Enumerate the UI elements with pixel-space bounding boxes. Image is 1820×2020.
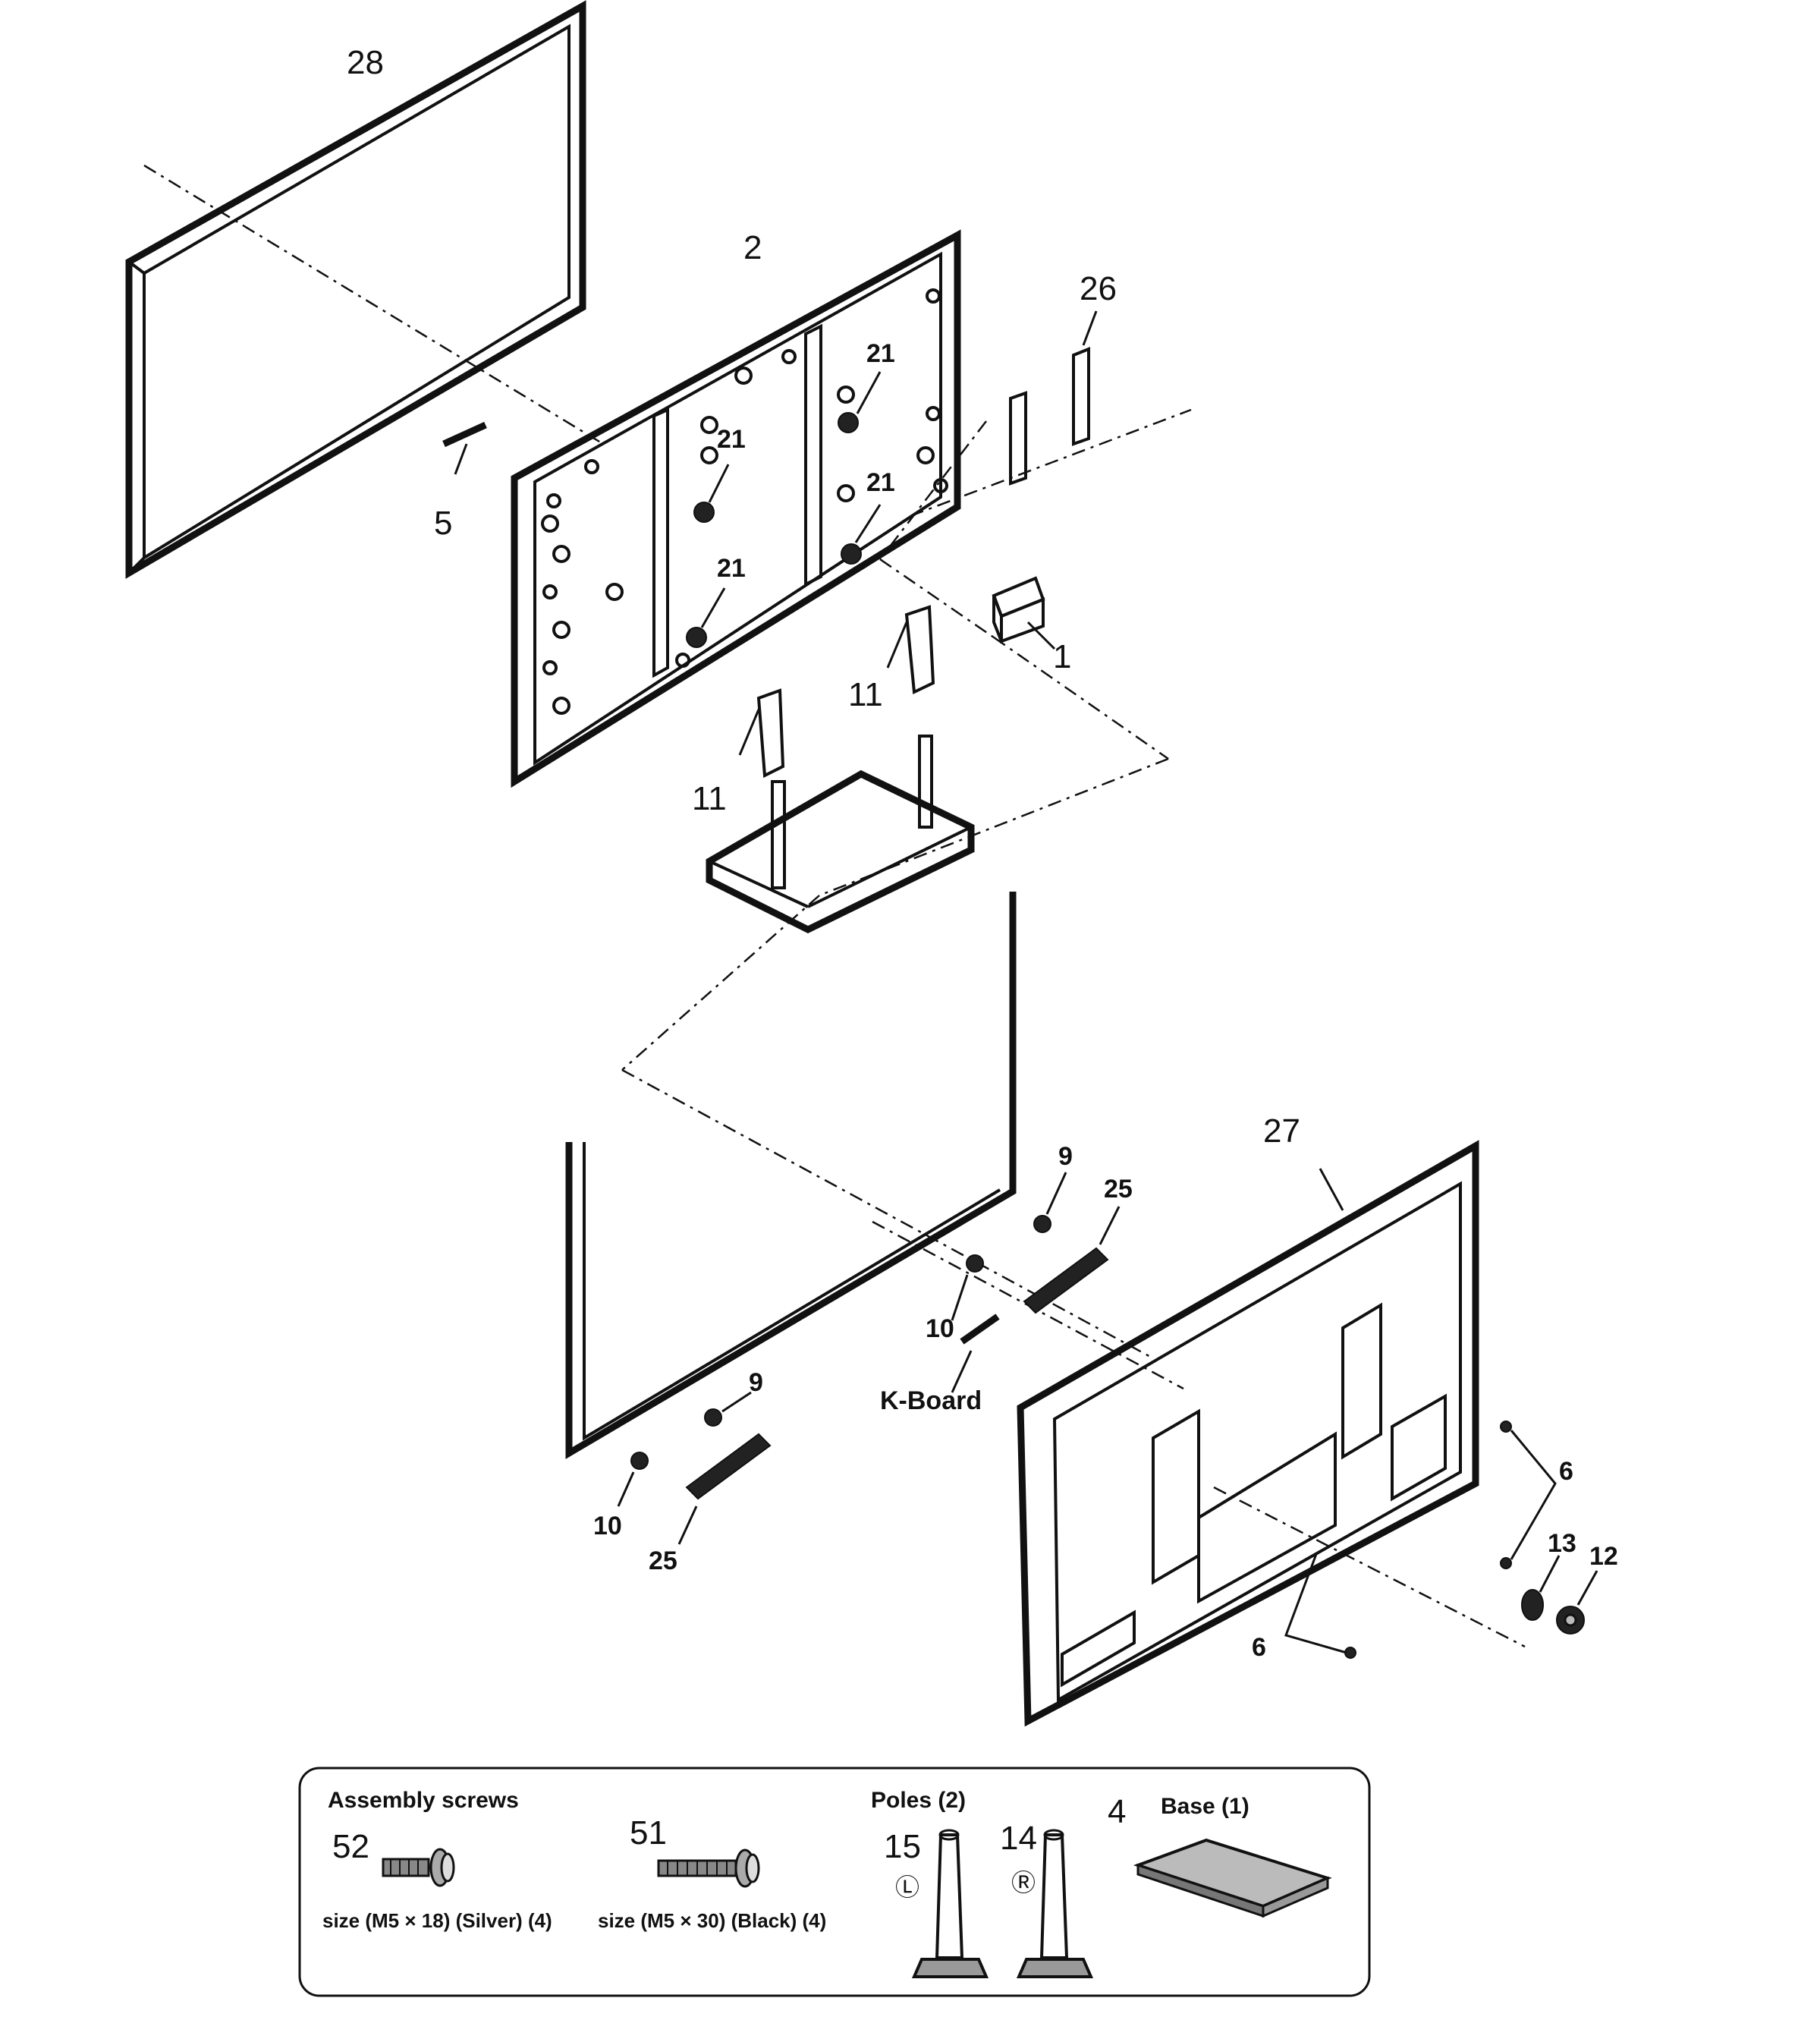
standoffs-21 — [686, 371, 882, 648]
callout-6b: 6 — [1252, 1633, 1266, 1662]
callout-6a: 6 — [1559, 1457, 1573, 1486]
back-cover-27 — [1017, 1140, 1479, 1727]
stand-assembly — [706, 605, 975, 934]
pole-14-number: 14 — [1000, 1820, 1037, 1857]
pole-15-side: Ⓛ — [895, 1874, 919, 1901]
screw-51-icon — [657, 1849, 760, 1888]
legend-border — [298, 1767, 1371, 1997]
assembly-lines — [143, 164, 1526, 1648]
callout-11b: 11 — [692, 780, 727, 817]
callout-1: 1 — [1053, 638, 1071, 675]
speaker-parts — [617, 1172, 1121, 1545]
callout-5: 5 — [434, 505, 452, 542]
callout-10a: 10 — [926, 1314, 954, 1343]
callout-labels: 28 2 26 5 21 21 21 21 1 11 11 27 9 25 10… — [347, 44, 1618, 1662]
pole-15-number: 15 — [884, 1828, 921, 1865]
callout-21b: 21 — [717, 425, 746, 454]
callout-21a: 21 — [866, 339, 895, 368]
callout-21c: 21 — [866, 468, 895, 497]
callout-28: 28 — [347, 44, 384, 81]
base-icon — [1133, 1838, 1332, 1918]
assembly-screws-title: Assembly screws — [328, 1788, 519, 1813]
screw-51-number: 51 — [630, 1814, 667, 1852]
back-hardware — [1284, 1421, 1598, 1659]
screw-52-size: size (M5 × 18) (Silver) (4) — [322, 1909, 552, 1932]
chassis-holes — [541, 288, 948, 715]
cable-5 — [442, 421, 487, 475]
callout-12: 12 — [1589, 1542, 1618, 1571]
bracket-strip-26 — [1009, 310, 1098, 486]
pole-14-icon — [1016, 1829, 1094, 1978]
callout-21d: 21 — [717, 554, 746, 583]
callout-10b: 10 — [593, 1512, 622, 1540]
callout-2: 2 — [743, 229, 762, 266]
callout-9b: 9 — [749, 1368, 763, 1397]
callout-25b: 25 — [649, 1546, 677, 1575]
screw-51-size: size (M5 × 30) (Black) (4) — [598, 1909, 826, 1932]
speaker-frame — [565, 892, 1017, 1459]
chassis-frame-2 — [511, 229, 961, 788]
pole-15-icon — [911, 1829, 989, 1978]
base-title: Base (1) — [1161, 1794, 1249, 1819]
callout-11a: 11 — [848, 676, 883, 713]
callout-13: 13 — [1548, 1529, 1576, 1558]
callout-27: 27 — [1263, 1112, 1300, 1150]
pole-14-side: Ⓡ — [1011, 1869, 1036, 1896]
callout-kboard: K-Board — [880, 1386, 982, 1415]
base-number: 4 — [1108, 1793, 1126, 1830]
bezel-frame-28 — [125, 0, 586, 579]
accessory-legend: Assembly screws 52 size (M5 × 18) (Silve… — [298, 1767, 1371, 1997]
module-1 — [992, 576, 1056, 650]
callout-26: 26 — [1080, 270, 1117, 307]
callout-25a: 25 — [1104, 1175, 1133, 1204]
poles-title: Poles (2) — [871, 1788, 966, 1813]
callout-9a: 9 — [1058, 1142, 1073, 1171]
screw-52-number: 52 — [332, 1828, 369, 1865]
screw-52-icon — [382, 1848, 455, 1887]
